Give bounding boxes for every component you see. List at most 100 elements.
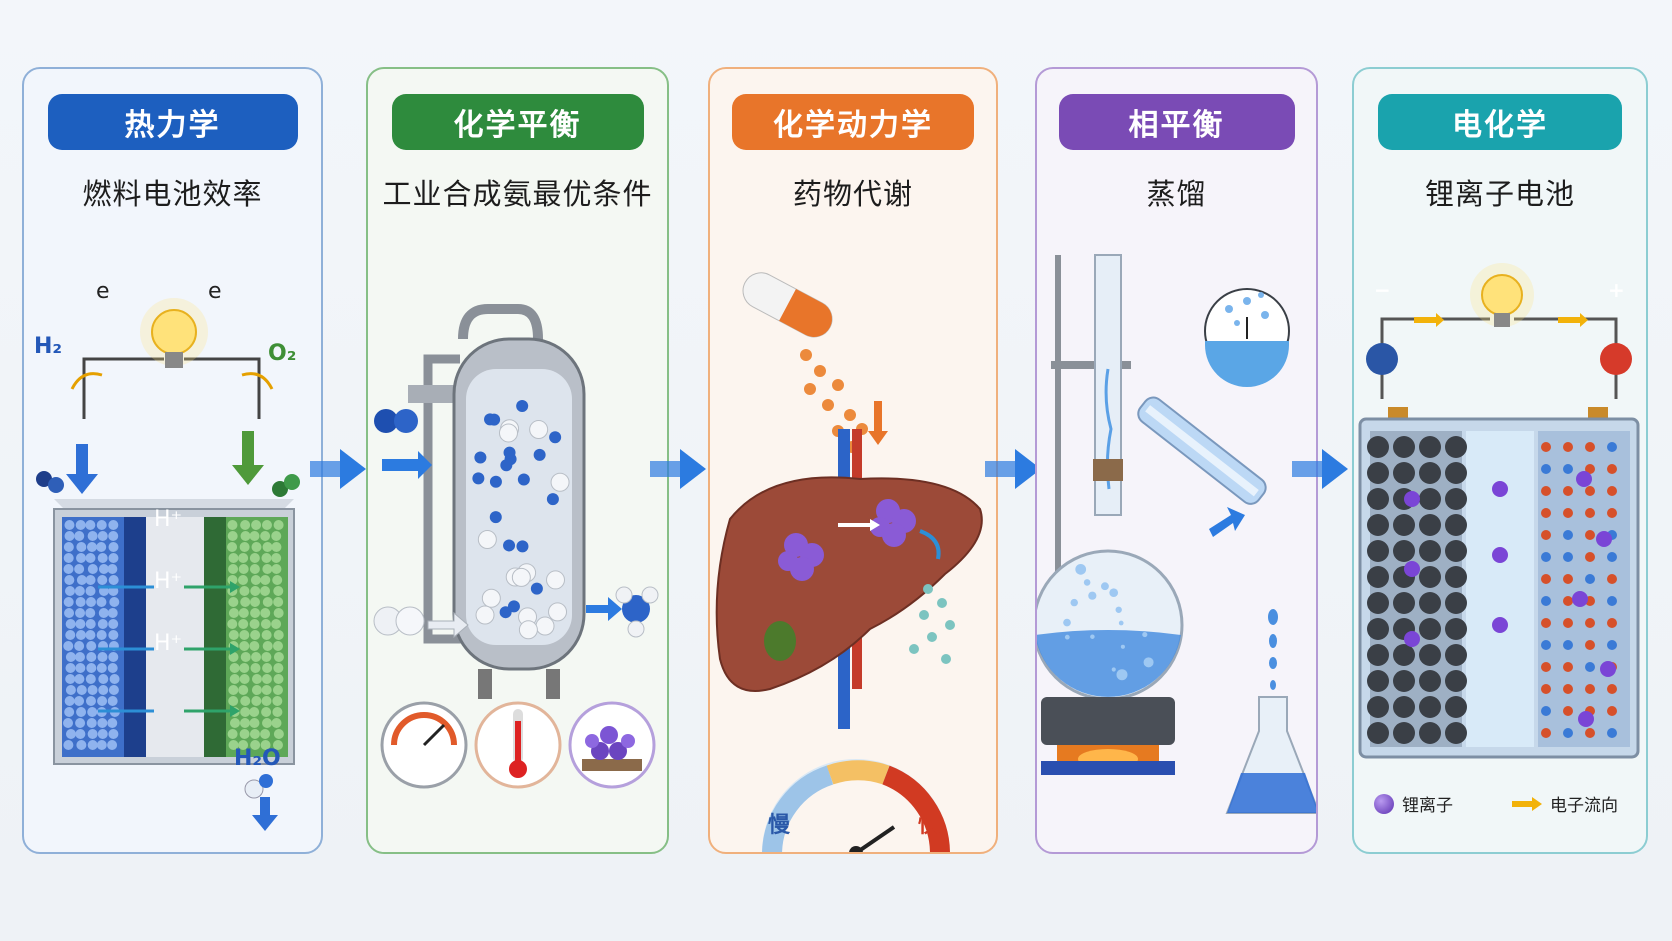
particle — [65, 663, 76, 673]
particle — [250, 597, 261, 607]
particle — [228, 597, 239, 607]
title-badge-phase: 相平衡 — [1058, 94, 1295, 150]
particle — [271, 718, 282, 728]
particle — [1090, 634, 1095, 639]
particle — [261, 553, 272, 563]
particle — [1541, 530, 1551, 540]
particle — [65, 685, 76, 695]
particle — [63, 553, 74, 563]
particle — [272, 740, 283, 750]
particle — [260, 575, 271, 585]
particle — [261, 630, 272, 640]
particle — [85, 597, 96, 607]
flow-arrow-icon — [1292, 449, 1348, 489]
legend-electron-label: 电子流向 — [1550, 796, 1618, 816]
particle — [261, 674, 272, 684]
particle — [65, 630, 76, 640]
particle — [1585, 530, 1595, 540]
particle — [1143, 657, 1154, 668]
particle — [1563, 442, 1573, 452]
particle — [1578, 711, 1594, 727]
particle — [1367, 670, 1389, 692]
particle — [1563, 728, 1573, 738]
particle — [832, 379, 844, 391]
particle — [64, 531, 75, 541]
particle — [1367, 540, 1389, 562]
particle — [249, 729, 260, 739]
particle — [63, 740, 74, 750]
fuel-cell-illustration — [36, 298, 300, 831]
particle — [472, 472, 485, 485]
particle — [250, 740, 261, 750]
particle — [260, 608, 271, 618]
particle — [1393, 670, 1415, 692]
particle — [239, 542, 250, 552]
particle — [488, 413, 501, 426]
panel-thermodynamics: 热力学 燃料电池效率 — [22, 67, 323, 854]
particle — [1445, 540, 1467, 562]
particle — [271, 564, 282, 574]
particle — [1393, 436, 1415, 458]
particle — [85, 696, 96, 706]
particle — [503, 539, 516, 552]
particle — [240, 531, 251, 541]
particle — [1445, 722, 1467, 744]
particle — [228, 564, 239, 574]
particle — [97, 531, 108, 541]
panel-phase-equilibrium: 相平衡 蒸馏 — [1035, 67, 1318, 854]
particle — [75, 729, 86, 739]
particle — [272, 575, 283, 585]
particle — [1419, 488, 1441, 510]
particle — [941, 654, 951, 664]
particle — [260, 729, 271, 739]
particle — [108, 575, 119, 585]
title-badge-thermodynamics: 热力学 — [47, 94, 298, 150]
particle — [1585, 552, 1595, 562]
particle — [251, 520, 262, 530]
particle — [240, 696, 251, 706]
particle — [1541, 442, 1551, 452]
particle — [98, 564, 109, 574]
particle — [474, 451, 487, 464]
particle — [261, 520, 272, 530]
label-e-left: e — [96, 279, 110, 304]
particle — [1585, 486, 1595, 496]
label-h2o: H₂O — [234, 746, 281, 771]
vapor-liquid-zoom-icon — [1204, 288, 1290, 387]
particle — [251, 652, 262, 662]
particle — [65, 674, 76, 684]
particle — [239, 586, 250, 596]
particle — [1541, 596, 1551, 606]
particle — [87, 564, 98, 574]
particle — [548, 602, 568, 622]
particle — [498, 423, 518, 443]
particle — [239, 641, 250, 651]
particle — [507, 600, 520, 613]
particle — [108, 652, 119, 662]
particle — [1111, 667, 1116, 672]
particle — [1576, 471, 1592, 487]
particle — [98, 608, 109, 618]
particle — [109, 674, 120, 684]
particle — [251, 696, 262, 706]
particle — [260, 586, 271, 596]
particle — [63, 564, 74, 574]
particle — [249, 641, 260, 651]
particle — [1404, 631, 1420, 647]
particle — [239, 718, 250, 728]
particle — [86, 652, 97, 662]
light-bulb-icon — [1470, 263, 1534, 327]
particle — [1563, 684, 1573, 694]
particle — [919, 610, 929, 620]
particle — [549, 431, 562, 444]
particle — [87, 685, 98, 695]
particle — [1563, 552, 1573, 562]
particle — [238, 608, 249, 618]
particle — [1585, 574, 1595, 584]
particle — [108, 630, 119, 640]
reactor-illustration — [373, 304, 659, 789]
particle — [76, 707, 87, 717]
particle — [1393, 592, 1415, 614]
particle — [250, 663, 261, 673]
particle — [1563, 662, 1573, 672]
